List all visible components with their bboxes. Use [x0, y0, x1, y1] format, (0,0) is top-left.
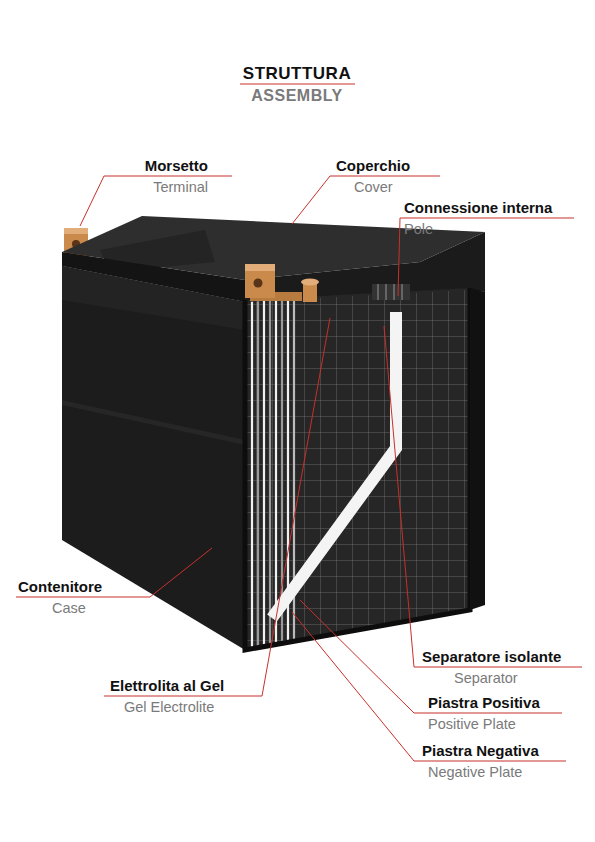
leader-line: [300, 600, 562, 713]
separator-band: [272, 312, 396, 618]
part-label: Morsetto: [145, 157, 208, 174]
cutaway-interior: [240, 280, 480, 660]
leader-line: [104, 318, 330, 696]
part-label-translation: Cover: [354, 179, 393, 196]
part-label-translation: Case: [52, 600, 86, 617]
part-label-translation: Terminal: [153, 179, 208, 196]
part-label: Connessione interna: [404, 199, 552, 216]
terminal-hole: [254, 279, 263, 288]
case-edge: [62, 400, 245, 445]
leader-line: [16, 548, 212, 597]
plate-grid: [240, 280, 480, 660]
diagram-subtitle: ASSEMBLY: [251, 87, 342, 105]
case-side: [470, 288, 485, 610]
title-rule: [240, 84, 355, 85]
part-label-translation: Positive Plate: [428, 716, 516, 733]
part-label-translation: Pole: [404, 221, 433, 238]
internal-connection: [372, 284, 410, 300]
leader-lines: [16, 84, 582, 761]
leader-line: [80, 176, 232, 226]
pole-cap: [301, 279, 319, 286]
diagram-title: STRUTTURA: [243, 64, 351, 84]
terminal: [245, 264, 319, 302]
part-label-translation: Separator: [454, 670, 518, 687]
leader-line: [398, 218, 574, 296]
part-label: Elettrolita al Gel: [110, 677, 224, 694]
part-label: Piastra Negativa: [422, 742, 539, 759]
leader-line: [384, 326, 582, 667]
case-band: [62, 266, 245, 330]
part-label: Piastra Positiva: [428, 694, 540, 711]
leader-line: [292, 612, 566, 761]
case-wall: [245, 288, 470, 650]
terminal-top: [64, 228, 88, 234]
terminal-block: [245, 264, 275, 298]
part-label: Contenitore: [18, 578, 102, 595]
terminal-top: [245, 264, 275, 271]
part-label: Separatore isolante: [422, 648, 561, 665]
part-label-translation: Negative Plate: [428, 764, 522, 781]
part-label-translation: Gel Electrolite: [124, 699, 214, 716]
part-label: Coperchio: [336, 157, 410, 174]
